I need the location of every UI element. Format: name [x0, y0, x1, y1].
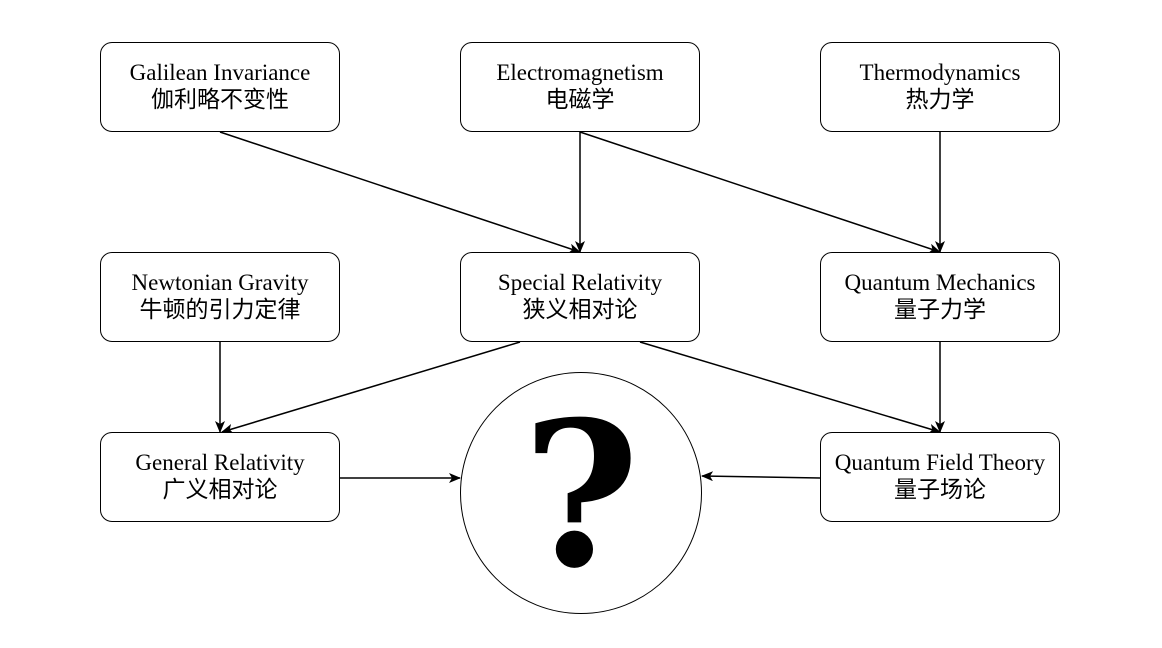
node-label-zh: 伽利略不变性	[151, 87, 289, 113]
arrow-sr-to-gr	[221, 341, 521, 434]
node-general-relativity: General Relativity 广义相对论	[100, 432, 340, 522]
node-label-en: Newtonian Gravity	[131, 270, 309, 296]
unknown-theory-circle: ?	[460, 372, 702, 614]
node-label-zh: 电磁学	[545, 87, 615, 113]
node-newtonian-gravity: Newtonian Gravity 牛顿的引力定律	[100, 252, 340, 342]
arrow-sr-to-qft	[639, 341, 941, 434]
node-quantum-mechanics: Quantum Mechanics 量子力学	[820, 252, 1060, 342]
node-label-zh: 量子力学	[894, 297, 986, 323]
node-thermodynamics: Thermodynamics 热力学	[820, 42, 1060, 132]
node-label-en: Quantum Mechanics	[844, 270, 1036, 296]
node-special-relativity: Special Relativity 狭义相对论	[460, 252, 700, 342]
node-label-en: Electromagnetism	[496, 60, 664, 86]
arrow-em-to-qm	[579, 131, 941, 254]
question-mark-icon: ?	[522, 378, 640, 613]
node-label-en: General Relativity	[135, 450, 305, 476]
node-electromagnetism: Electromagnetism 电磁学	[460, 42, 700, 132]
node-label-zh: 热力学	[905, 87, 975, 113]
node-label-zh: 牛顿的引力定律	[139, 297, 301, 323]
node-quantum-field-theory: Quantum Field Theory 量子场论	[820, 432, 1060, 522]
node-label-zh: 狭义相对论	[522, 297, 638, 323]
node-galilean-invariance: Galilean Invariance 伽利略不变性	[100, 42, 340, 132]
node-label-en: Quantum Field Theory	[834, 450, 1046, 476]
node-label-en: Special Relativity	[497, 270, 663, 296]
arrow-qft-to-unknown	[701, 471, 821, 482]
node-label-en: Thermodynamics	[859, 60, 1021, 86]
node-label-zh: 量子场论	[894, 477, 986, 503]
node-label-zh: 广义相对论	[162, 477, 278, 503]
node-label-en: Galilean Invariance	[129, 60, 311, 86]
arrow-galilean-to-sr	[219, 131, 581, 254]
